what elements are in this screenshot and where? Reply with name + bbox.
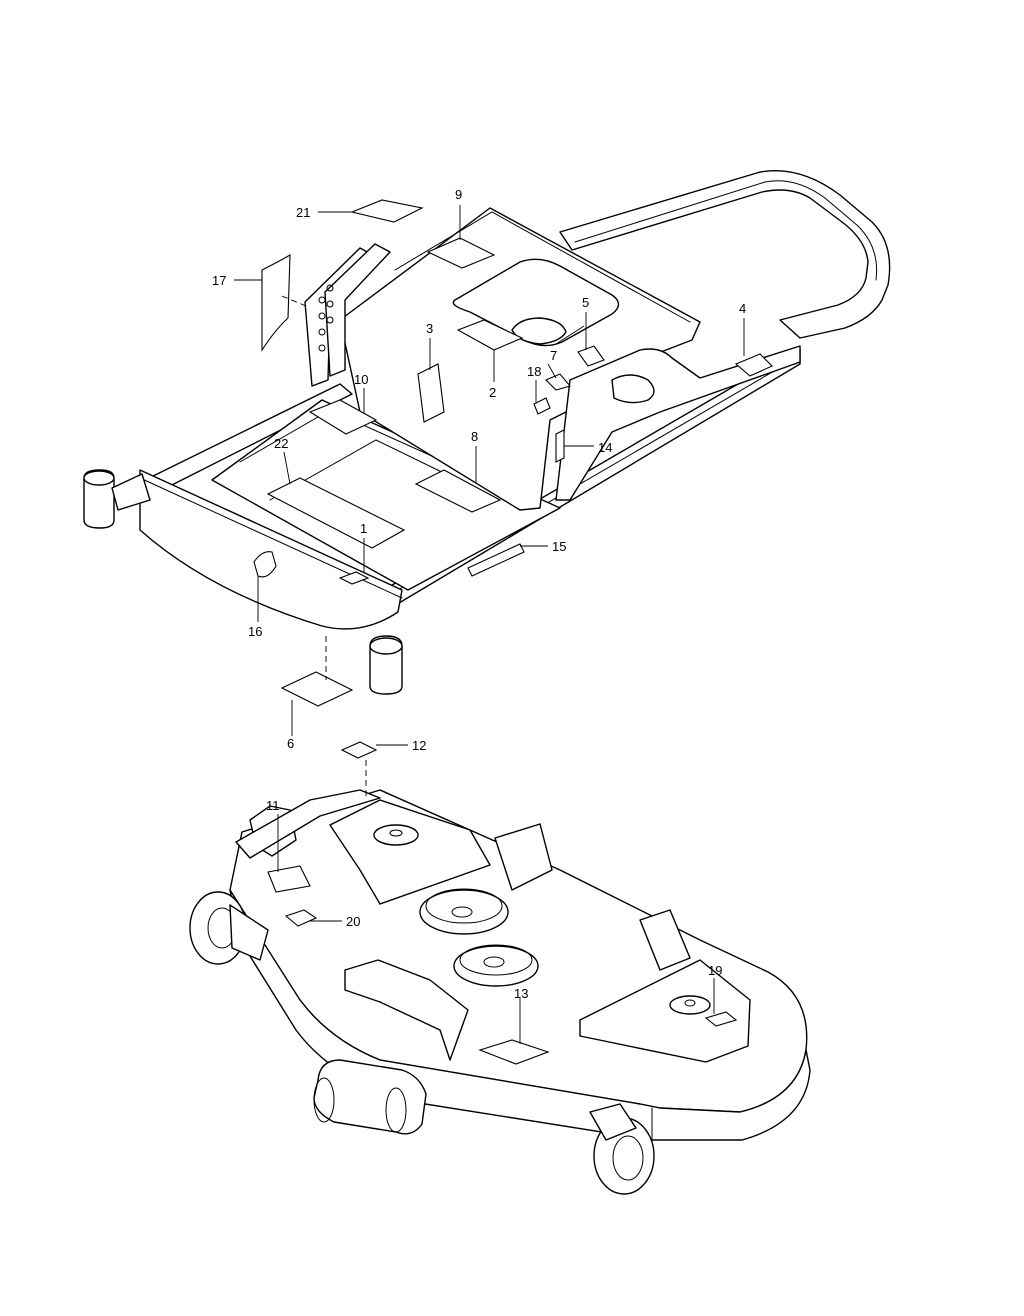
decals-upper xyxy=(253,199,773,759)
decals-lower xyxy=(267,865,738,1065)
leader-lines xyxy=(234,205,745,1044)
callout-10: 10 xyxy=(354,372,368,387)
callout-9: 9 xyxy=(455,187,462,202)
decal-9 xyxy=(426,237,496,269)
decal-4 xyxy=(734,353,773,377)
deck-belt-cover-right xyxy=(579,959,751,1063)
callout-labels: 21 9 17 5 4 3 7 2 18 10 14 22 8 1 15 16 … xyxy=(212,187,746,1001)
decal-1 xyxy=(338,571,370,585)
callout-22: 22 xyxy=(274,436,288,451)
decal-16 xyxy=(253,551,277,578)
decal-12 xyxy=(340,741,378,759)
callout-4: 4 xyxy=(739,301,746,316)
decal-17 xyxy=(261,254,291,352)
decal-22 xyxy=(266,477,406,549)
decal-21 xyxy=(350,199,424,223)
callout-2: 2 xyxy=(489,385,496,400)
callout-15: 15 xyxy=(552,539,566,554)
callout-6: 6 xyxy=(287,736,294,751)
front-roller xyxy=(313,1059,427,1135)
decal-14 xyxy=(555,429,565,463)
callout-17: 17 xyxy=(212,273,226,288)
decal-19 xyxy=(704,1011,738,1027)
tractor-frame xyxy=(83,169,891,695)
callout-16: 16 xyxy=(248,624,262,639)
decal-6 xyxy=(280,671,354,707)
pulley-center-lower xyxy=(453,945,539,987)
callout-14: 14 xyxy=(598,440,612,455)
front-bumper xyxy=(139,469,403,630)
seat-cutout xyxy=(452,258,620,347)
decal-8 xyxy=(414,469,502,513)
decal-2 xyxy=(456,319,524,351)
callout-3: 3 xyxy=(426,321,433,336)
decal-15 xyxy=(467,543,525,577)
rear-handle-loop xyxy=(559,169,891,339)
callout-13: 13 xyxy=(514,986,528,1001)
decal-5 xyxy=(577,345,605,367)
decal-18 xyxy=(533,397,551,415)
pulley-center-upper xyxy=(419,889,509,935)
decal-3 xyxy=(417,363,445,423)
callout-19: 19 xyxy=(708,963,722,978)
callout-12: 12 xyxy=(412,738,426,753)
callout-11: 11 xyxy=(266,798,280,813)
callout-21: 21 xyxy=(296,205,310,220)
decal-10 xyxy=(308,399,378,435)
decal-11 xyxy=(267,865,311,893)
spindle-left xyxy=(373,824,419,846)
floor-pan xyxy=(211,399,561,591)
callout-20: 20 xyxy=(346,914,360,929)
callout-8: 8 xyxy=(471,429,478,444)
mower-deck xyxy=(189,789,811,1195)
spindle-right xyxy=(669,995,711,1015)
callout-18: 18 xyxy=(527,364,541,379)
decal-13 xyxy=(478,1039,550,1065)
callout-7: 7 xyxy=(550,348,557,363)
callout-1: 1 xyxy=(360,521,367,536)
deck-belt-cover-left xyxy=(329,799,491,905)
decal-20 xyxy=(284,909,318,927)
callout-5: 5 xyxy=(582,295,589,310)
